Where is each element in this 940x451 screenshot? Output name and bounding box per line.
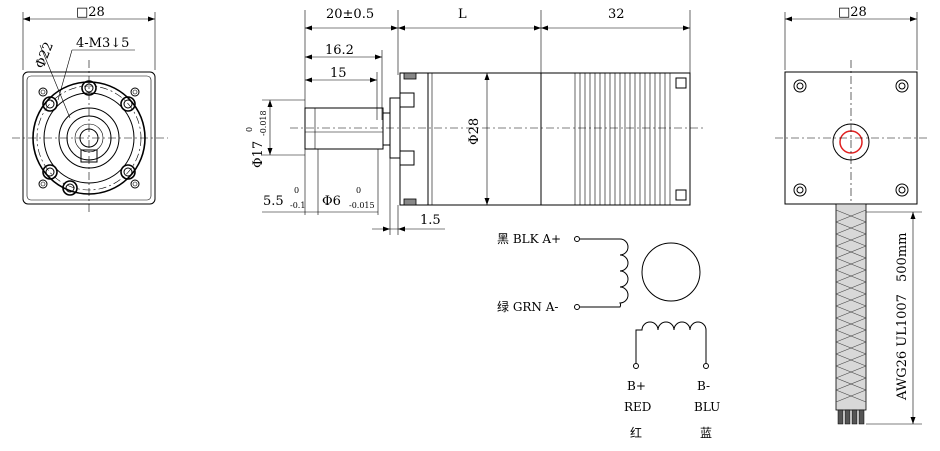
pilot-tol-lower: -0.018 <box>259 110 268 136</box>
cable-spec-label: AWG26 UL1007 <box>895 294 910 401</box>
flange-thickness-dim: 1.5 <box>420 213 441 228</box>
shaft-dia-tol-lower: -0.015 <box>349 201 375 210</box>
gearbox-length-dim: L <box>458 7 467 22</box>
motor-fins <box>574 73 671 205</box>
shaft-length-1-dim: 16.2 <box>325 43 354 58</box>
hole-spec-label: 4-M3↓5 <box>76 36 129 51</box>
a-plus-label: 黑 BLK A+ <box>497 232 561 246</box>
wiring-diagram: 黑 BLK A+ 绿 GRN A- B+ RED 红 B- BLU 蓝 <box>497 232 720 440</box>
b-minus-label: B- <box>697 379 710 393</box>
rear-width-label: □28 <box>838 5 867 20</box>
flat-depth-tol-lower: -0.1 <box>290 201 305 210</box>
b-minus-color-cn: 蓝 <box>700 426 712 440</box>
bolt-circle-label: Φ22 <box>33 40 57 71</box>
flat-depth-tol-upper: 0 <box>294 186 299 195</box>
shaft-dia-tol-upper: 0 <box>356 186 361 195</box>
shaft-length-2-dim: 15 <box>330 66 347 81</box>
b-plus-label: B+ <box>627 379 646 393</box>
b-plus-color-cn: 红 <box>630 425 642 440</box>
front-width-label: □28 <box>76 5 105 20</box>
front-view: □28 Φ22 4 <box>12 5 168 215</box>
pilot-tol-upper: 0 <box>245 127 254 132</box>
b-plus-color-en: RED <box>624 400 651 414</box>
shaft-diameter-dim: Φ6 <box>322 194 341 209</box>
flat-depth-dim: 5.5 <box>263 194 284 209</box>
pilot-diameter-dim: Φ17 <box>251 141 266 168</box>
b-minus-color-en: BLU <box>694 400 720 414</box>
side-view: 20±0.5 L 32 16.2 15 <box>245 7 705 235</box>
rear-view: □28 500mm AWG26 UL1007 <box>775 5 928 425</box>
shaft-extension-dim: 20±0.5 <box>326 7 374 22</box>
rotor-circle <box>641 242 701 302</box>
m3-hole-group <box>42 80 136 196</box>
a-minus-label: 绿 GRN A- <box>497 299 558 314</box>
lead-length-label: 500mm <box>895 233 910 282</box>
motor-length-dim: 32 <box>608 7 625 22</box>
lead-cable <box>835 203 867 425</box>
body-diameter-dim: Φ28 <box>467 118 482 145</box>
